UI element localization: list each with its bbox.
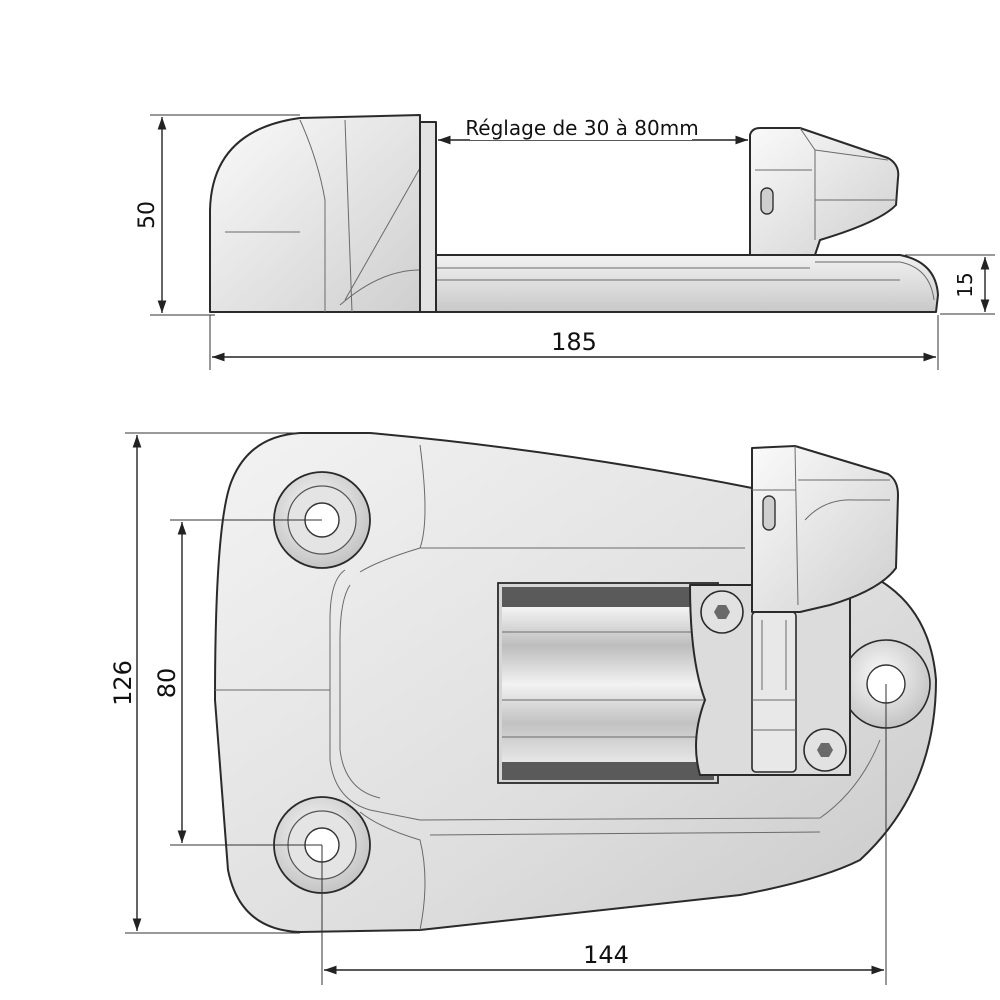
side-back-plate	[419, 121, 437, 313]
adjustment-label: Réglage de 30 à 80mm	[465, 116, 698, 140]
hex-screw-upper	[700, 590, 744, 634]
dim-base-height: 15	[953, 272, 977, 297]
slide-channel	[497, 582, 719, 784]
top-clamp-slot	[762, 495, 776, 531]
dim-hole-spacing-horizontal: 144	[583, 941, 629, 969]
side-view: 50 15 185 Réglage de 30 à 80mm	[135, 114, 995, 370]
top-view: 126 80 144	[109, 432, 937, 985]
dim-hole-spacing-vertical: 80	[153, 668, 181, 699]
side-clamp-slot	[760, 187, 774, 215]
dim-width-total: 126	[109, 660, 137, 706]
hex-screw-lower	[803, 728, 847, 772]
top-sliding-clamp	[751, 445, 899, 613]
dim-length-total: 185	[551, 328, 597, 356]
side-pedestal	[209, 114, 421, 313]
dim-height-total: 50	[135, 201, 160, 229]
sliding-bolt	[751, 611, 797, 773]
side-sliding-clamp	[749, 127, 900, 256]
